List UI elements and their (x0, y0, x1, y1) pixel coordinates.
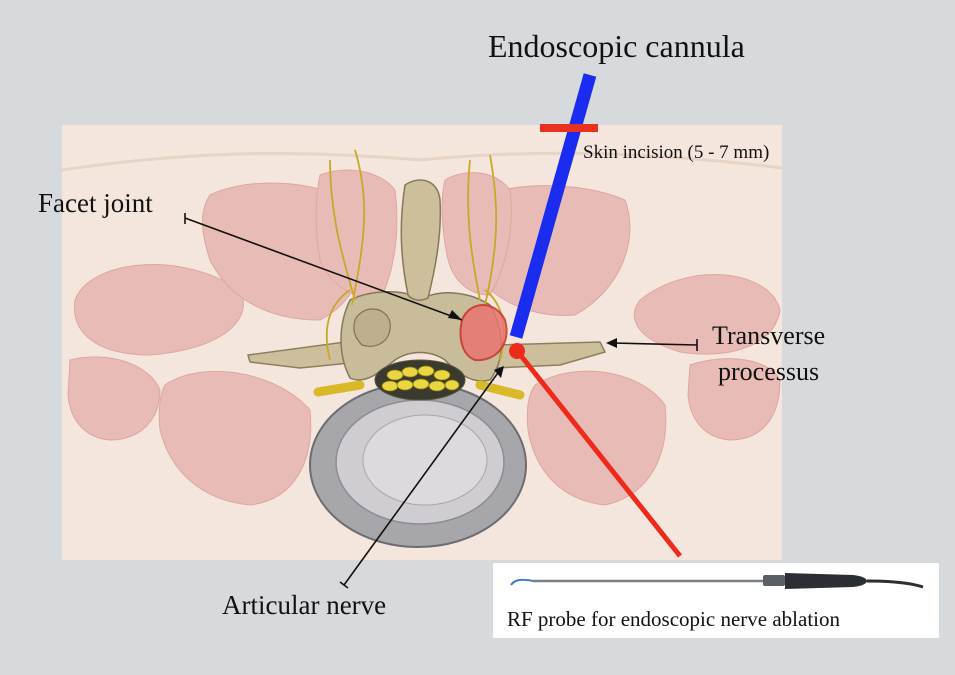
facet-joint-left (354, 309, 390, 346)
rf-probe-label: RF probe for endoscopic nerve ablation (507, 607, 840, 632)
facet-joint-highlight (461, 305, 507, 360)
transverse-label-line2: processus (712, 354, 825, 390)
cannula-label: Endoscopic cannula (488, 28, 745, 65)
transverse-label-line1: Transverse (712, 318, 825, 354)
leader-articular-tick (340, 582, 348, 588)
articular-nerve-label: Articular nerve (222, 590, 386, 621)
rf-probe-panel: RF probe for endoscopic nerve ablation (493, 563, 939, 638)
ablation-target-dot (509, 343, 525, 359)
facet-joint-label: Facet joint (38, 188, 153, 219)
incision-label: Skin incision (5 - 7 mm) (583, 142, 769, 164)
nucleus-pulposus (363, 415, 487, 505)
rf-probe-device-icon (493, 563, 939, 603)
transverse-processus-label: Transverse processus (712, 318, 825, 390)
